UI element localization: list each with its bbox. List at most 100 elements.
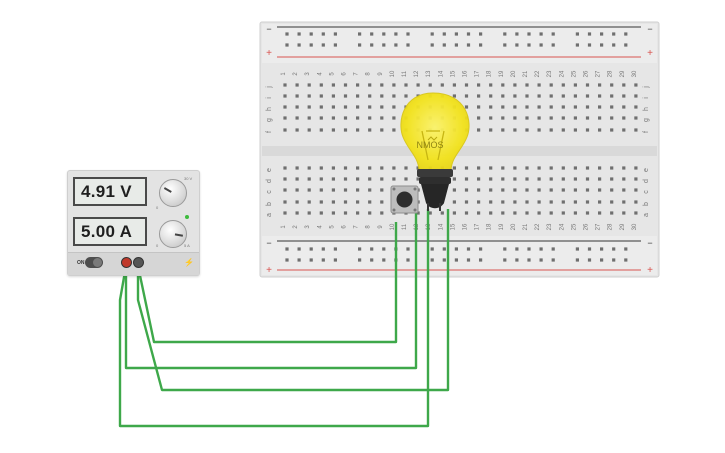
terminal-hole[interactable] (404, 166, 408, 170)
rail-hole[interactable] (406, 258, 410, 262)
terminal-hole[interactable] (404, 83, 408, 87)
rail-hole[interactable] (527, 32, 531, 36)
terminal-hole[interactable] (331, 83, 335, 87)
rail-hole[interactable] (333, 258, 337, 262)
terminal-hole[interactable] (537, 116, 541, 120)
terminal-hole[interactable] (501, 94, 505, 98)
terminal-hole[interactable] (319, 128, 323, 132)
terminal-hole[interactable] (283, 94, 287, 98)
terminal-hole[interactable] (307, 200, 311, 204)
terminal-hole[interactable] (501, 128, 505, 132)
terminal-hole[interactable] (392, 116, 396, 120)
rail-hole[interactable] (358, 258, 362, 262)
terminal-hole[interactable] (356, 211, 360, 215)
rail-hole[interactable] (575, 32, 579, 36)
terminal-hole[interactable] (549, 200, 553, 204)
terminal-hole[interactable] (392, 94, 396, 98)
terminal-hole[interactable] (549, 166, 553, 170)
terminal-hole[interactable] (610, 94, 614, 98)
terminal-hole[interactable] (319, 177, 323, 181)
terminal-hole[interactable] (331, 211, 335, 215)
rail-hole[interactable] (624, 43, 628, 47)
terminal-hole[interactable] (610, 105, 614, 109)
terminal-hole[interactable] (416, 166, 420, 170)
terminal-hole[interactable] (356, 128, 360, 132)
terminal-hole[interactable] (622, 94, 626, 98)
rail-hole[interactable] (600, 258, 604, 262)
terminal-hole[interactable] (356, 83, 360, 87)
terminal-hole[interactable] (307, 211, 311, 215)
rail-hole[interactable] (430, 32, 434, 36)
power-switch[interactable] (85, 257, 103, 268)
terminal-hole[interactable] (610, 200, 614, 204)
rail-hole[interactable] (551, 258, 555, 262)
terminal-hole[interactable] (380, 128, 384, 132)
terminal-hole[interactable] (634, 83, 638, 87)
rail-hole[interactable] (624, 32, 628, 36)
terminal-hole[interactable] (477, 200, 481, 204)
terminal-hole[interactable] (585, 166, 590, 170)
rail-hole[interactable] (309, 258, 313, 262)
terminal-hole[interactable] (477, 188, 481, 192)
rail-hole[interactable] (466, 247, 471, 251)
terminal-hole[interactable] (489, 105, 493, 109)
power-supply[interactable]: 4.91 V 5.00 A 30 V 0 5 A 0 ON ⚡ (67, 170, 200, 276)
terminal-hole[interactable] (356, 116, 360, 120)
rail-hole[interactable] (309, 32, 313, 36)
terminal-hole[interactable] (489, 188, 493, 192)
terminal-hole[interactable] (464, 188, 469, 192)
terminal-hole[interactable] (343, 211, 348, 215)
wires[interactable] (118, 209, 450, 428)
terminal-hole[interactable] (331, 105, 335, 109)
terminal-hole[interactable] (561, 94, 565, 98)
rail-hole[interactable] (297, 247, 301, 251)
terminal-hole[interactable] (610, 166, 614, 170)
terminal-hole[interactable] (464, 211, 469, 215)
terminal-hole[interactable] (331, 177, 335, 181)
terminal-hole[interactable] (392, 83, 396, 87)
rail-hole[interactable] (442, 258, 446, 262)
terminal-hole[interactable] (283, 83, 287, 87)
terminal-hole[interactable] (380, 166, 384, 170)
terminal-hole[interactable] (319, 83, 323, 87)
terminal-hole[interactable] (537, 94, 541, 98)
terminal-hole[interactable] (598, 166, 602, 170)
terminal-hole[interactable] (634, 94, 638, 98)
terminal-hole[interactable] (380, 211, 384, 215)
rail-hole[interactable] (406, 32, 410, 36)
terminal-hole[interactable] (610, 83, 614, 87)
terminal-hole[interactable] (356, 200, 360, 204)
terminal-hole[interactable] (489, 128, 493, 132)
terminal-hole[interactable] (622, 105, 626, 109)
rail-hole[interactable] (575, 258, 579, 262)
terminal-hole[interactable] (634, 177, 638, 181)
rail-hole[interactable] (285, 247, 289, 251)
rail-hole[interactable] (321, 43, 325, 47)
terminal-hole[interactable] (452, 94, 456, 98)
terminal-hole[interactable] (477, 177, 481, 181)
terminal-hole[interactable] (573, 200, 577, 204)
terminal-hole[interactable] (634, 128, 638, 132)
terminal-hole[interactable] (380, 177, 384, 181)
terminal-hole[interactable] (537, 200, 541, 204)
terminal-hole[interactable] (428, 211, 432, 215)
rail-hole[interactable] (442, 43, 446, 47)
terminal-hole[interactable] (525, 83, 529, 87)
rail-hole[interactable] (612, 32, 616, 36)
terminal-hole[interactable] (331, 116, 335, 120)
terminal-hole[interactable] (513, 83, 517, 87)
terminal-hole[interactable] (392, 177, 396, 181)
terminal-hole[interactable] (598, 83, 602, 87)
terminal-hole[interactable] (549, 128, 553, 132)
terminal-hole[interactable] (549, 177, 553, 181)
rail-hole[interactable] (454, 32, 458, 36)
terminal-hole[interactable] (561, 188, 565, 192)
terminal-hole[interactable] (440, 211, 444, 215)
terminal-hole[interactable] (416, 83, 420, 87)
terminal-hole[interactable] (380, 105, 384, 109)
rail-hole[interactable] (527, 258, 531, 262)
terminal-hole[interactable] (368, 83, 372, 87)
terminal-hole[interactable] (343, 200, 348, 204)
terminal-hole[interactable] (477, 83, 481, 87)
terminal-hole[interactable] (525, 94, 529, 98)
